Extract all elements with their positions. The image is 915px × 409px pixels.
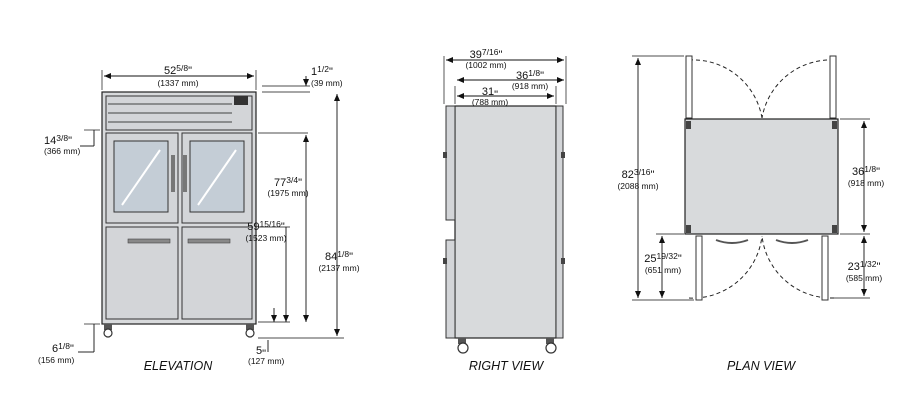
right-view-depth-36-mm: (918 mm) <box>512 81 549 91</box>
cabinet-side <box>443 105 565 354</box>
right-view-caption: RIGHT VIEW <box>469 359 545 373</box>
plan-overall-mm: (2088 mm) <box>617 181 658 191</box>
right-view-depth-31-mm: (788 mm) <box>472 97 509 107</box>
elevation-overall-height-dim: 841/8" <box>325 249 353 263</box>
elevation-height-77-mm: (1975 mm) <box>267 188 308 198</box>
plan-swing-left-mm: (651 mm) <box>645 265 682 275</box>
cabinet-front <box>101 91 257 338</box>
right-view: 397/16" (1002 mm) 361/8" (918 mm) 31" (7… <box>443 47 567 373</box>
cabinet-plan <box>684 55 839 301</box>
elevation-overall-height-mm: (2137 mm) <box>318 263 359 273</box>
plan-overall-dim: 823/16" <box>622 167 655 181</box>
elevation-top-offset-mm: (39 mm) <box>311 78 343 88</box>
elevation-caster-left-dim: 61/8" <box>52 341 74 355</box>
right-view-depth-31-dim: 31" <box>482 86 498 101</box>
elevation-width-dim: 525/8" <box>164 63 192 77</box>
plan-view-caption: PLAN VIEW <box>727 359 796 373</box>
elevation-caption: ELEVATION <box>144 359 214 373</box>
elevation-caster-right-mm: (127 mm) <box>248 356 285 366</box>
elevation-height-59-dim: 5915/16" <box>247 219 285 233</box>
elevation-window-top-dim: 143/8" <box>44 133 72 147</box>
plan-swing-right-dim: 231/32" <box>848 259 881 273</box>
elevation-width-mm: (1337 mm) <box>157 78 198 88</box>
elevation-top-offset-dim: 11/2" <box>311 64 333 78</box>
right-view-depth-overall-mm: (1002 mm) <box>465 60 506 70</box>
plan-swing-right-mm: (585 mm) <box>846 273 883 283</box>
plan-depth-mm: (918 mm) <box>848 178 885 188</box>
elevation-window-top-mm: (366 mm) <box>44 146 81 156</box>
right-view-depth-36-dim: 361/8" <box>516 68 544 82</box>
elevation-height-59-mm: (1523 mm) <box>245 233 286 243</box>
elevation-view: 525/8" (1337 mm) 11/2" (39 mm) 143/8" (3… <box>38 63 360 373</box>
plan-view: 823/16" (2088 mm) 361/8" (918 mm) 2519/3… <box>617 55 885 373</box>
plan-swing-left-dim: 2519/32" <box>644 251 682 265</box>
elevation-height-77-dim: 773/4" <box>274 175 302 189</box>
plan-depth-dim: 361/8" <box>852 164 880 178</box>
right-view-depth-overall-dim: 397/16" <box>470 47 503 61</box>
elevation-caster-left-mm: (156 mm) <box>38 355 75 365</box>
elevation-caster-right-dim: 5" <box>256 345 266 360</box>
